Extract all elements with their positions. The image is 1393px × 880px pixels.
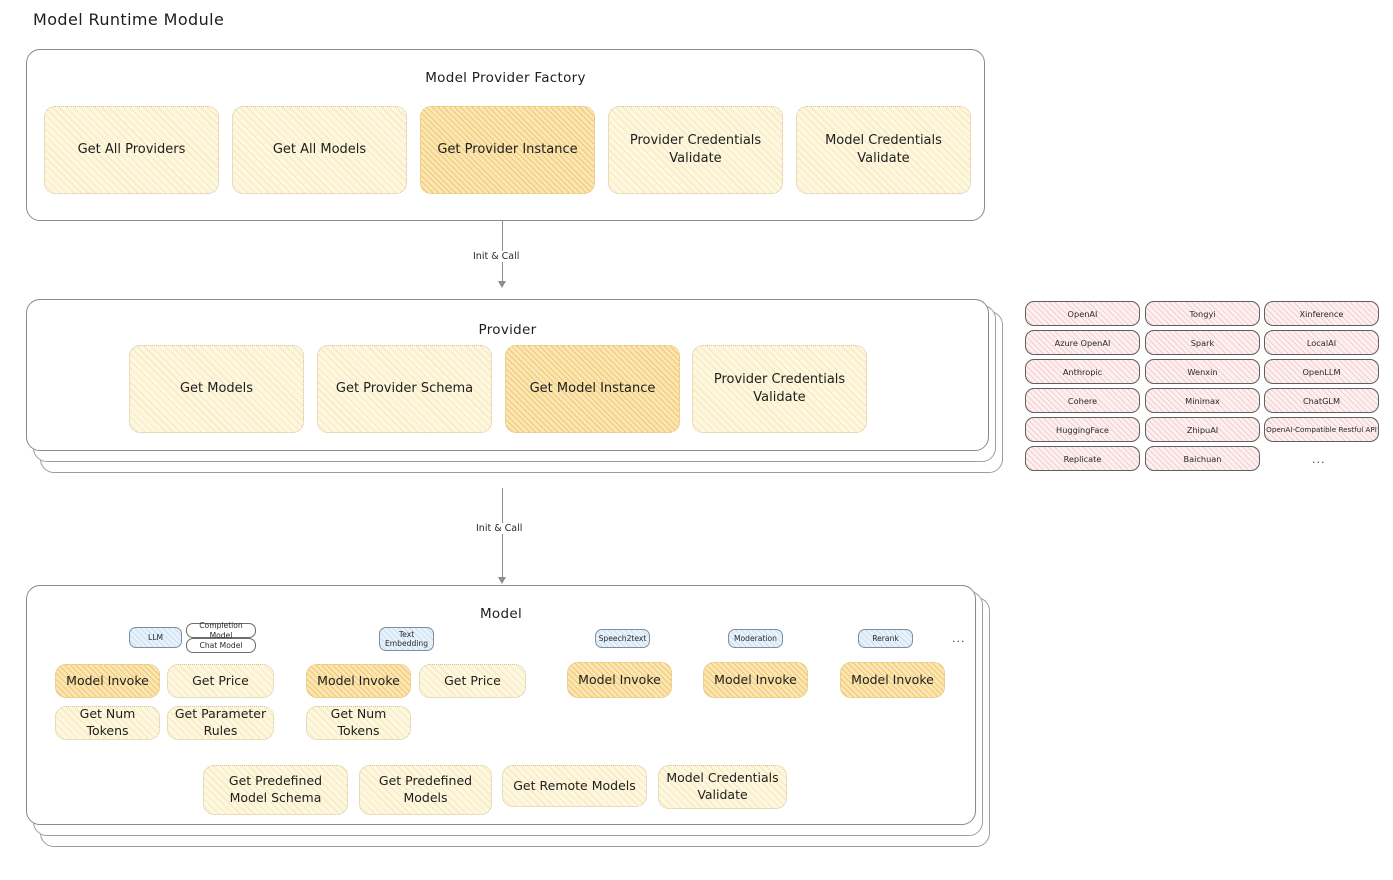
op-get-remote-models[interactable]: Get Remote Models	[502, 765, 647, 807]
provider-pill-openai[interactable]: OpenAI	[1025, 301, 1140, 326]
op-llm-get-price[interactable]: Get Price	[167, 664, 274, 698]
model-type-badge-rerank[interactable]: Rerank	[858, 629, 913, 648]
provider-pill-replicate[interactable]: Replicate	[1025, 446, 1140, 471]
provider-pill-anthropic[interactable]: Anthropic	[1025, 359, 1140, 384]
provider-pill-tongyi[interactable]: Tongyi	[1145, 301, 1260, 326]
model-type-badge-completion-model[interactable]: Completion Model	[186, 621, 256, 640]
op-get-models[interactable]: Get Models	[129, 345, 304, 433]
arrow-factory-to-provider-head	[498, 281, 506, 288]
provider-pill-wenxin[interactable]: Wenxin	[1145, 359, 1260, 384]
op-get-predefined-model-schema[interactable]: Get Predefined Model Schema	[203, 765, 348, 815]
page-title: Model Runtime Module	[33, 10, 225, 29]
provider-pill-baichuan[interactable]: Baichuan	[1145, 446, 1260, 471]
provider-pill-spark[interactable]: Spark	[1145, 330, 1260, 355]
arrow-provider-to-model-line	[502, 488, 504, 580]
provider-pill-huggingface[interactable]: HuggingFace	[1025, 417, 1140, 442]
op-get-provider-instance[interactable]: Get Provider Instance	[420, 106, 595, 194]
provider-pill-xinference[interactable]: Xinference	[1264, 301, 1379, 326]
op-llm-get-parameter-rules[interactable]: Get Parameter Rules	[167, 706, 274, 740]
model-type-badge-llm[interactable]: LLM	[129, 627, 182, 648]
model-title: Model	[479, 606, 523, 622]
op-rerank-model-invoke[interactable]: Model Invoke	[840, 662, 945, 698]
op-get-provider-schema[interactable]: Get Provider Schema	[317, 345, 492, 433]
op-text-embedding-get-num-tokens[interactable]: Get Num Tokens	[306, 706, 411, 740]
op-get-predefined-models[interactable]: Get Predefined Models	[359, 765, 492, 815]
arrow-label-init-call-2: Init & Call	[472, 523, 527, 534]
provider-pill-openllm[interactable]: OpenLLM	[1264, 359, 1379, 384]
provider-pill-chatglm[interactable]: ChatGLM	[1264, 388, 1379, 413]
op-speech2text-model-invoke[interactable]: Model Invoke	[567, 662, 672, 698]
model-frame: Model	[26, 585, 976, 825]
op-get-model-instance[interactable]: Get Model Instance	[505, 345, 680, 433]
op-get-all-models[interactable]: Get All Models	[232, 106, 407, 194]
op-llm-get-num-tokens[interactable]: Get Num Tokens	[55, 706, 160, 740]
model-type-badge-speech2text[interactable]: Speech2text	[595, 629, 650, 648]
op-provider-credentials-validate[interactable]: Provider Credentials Validate	[692, 345, 867, 433]
op-text-embedding-model-invoke[interactable]: Model Invoke	[306, 664, 411, 698]
arrow-provider-to-model-head	[498, 577, 506, 584]
provider-pill-minimax[interactable]: Minimax	[1145, 388, 1260, 413]
op-llm-model-invoke[interactable]: Model Invoke	[55, 664, 160, 698]
arrow-label-init-call-1: Init & Call	[469, 251, 524, 262]
model-type-badge-chat-model[interactable]: Chat Model	[186, 638, 256, 653]
provider-pill-localai[interactable]: LocalAI	[1264, 330, 1379, 355]
provider-pill-openai-compatible-restful-api[interactable]: OpenAI-Compatible Restful API	[1264, 417, 1379, 442]
model-type-badge-moderation[interactable]: Moderation	[728, 629, 783, 648]
model-type-badge-text-embedding[interactable]: Text Embedding	[379, 627, 434, 651]
op-moderation-model-invoke[interactable]: Model Invoke	[703, 662, 808, 698]
provider-pill-azure-openai[interactable]: Azure OpenAI	[1025, 330, 1140, 355]
provider-pill-cohere[interactable]: Cohere	[1025, 388, 1140, 413]
model-provider-factory-title: Model Provider Factory	[425, 70, 586, 86]
op-get-all-providers[interactable]: Get All Providers	[44, 106, 219, 194]
op-model-credentials-validate-factory[interactable]: Model Credentials Validate	[796, 106, 971, 194]
provider-list-more-mark: ...	[1312, 453, 1326, 466]
op-model-credentials-validate-model[interactable]: Model Credentials Validate	[658, 765, 787, 809]
op-provider-credentials-validate-factory[interactable]: Provider Credentials Validate	[608, 106, 783, 194]
provider-pill-zhipuai[interactable]: ZhipuAI	[1145, 417, 1260, 442]
op-text-embedding-get-price[interactable]: Get Price	[419, 664, 526, 698]
model-types-more-mark: ...	[952, 632, 966, 645]
provider-title: Provider	[478, 322, 537, 338]
